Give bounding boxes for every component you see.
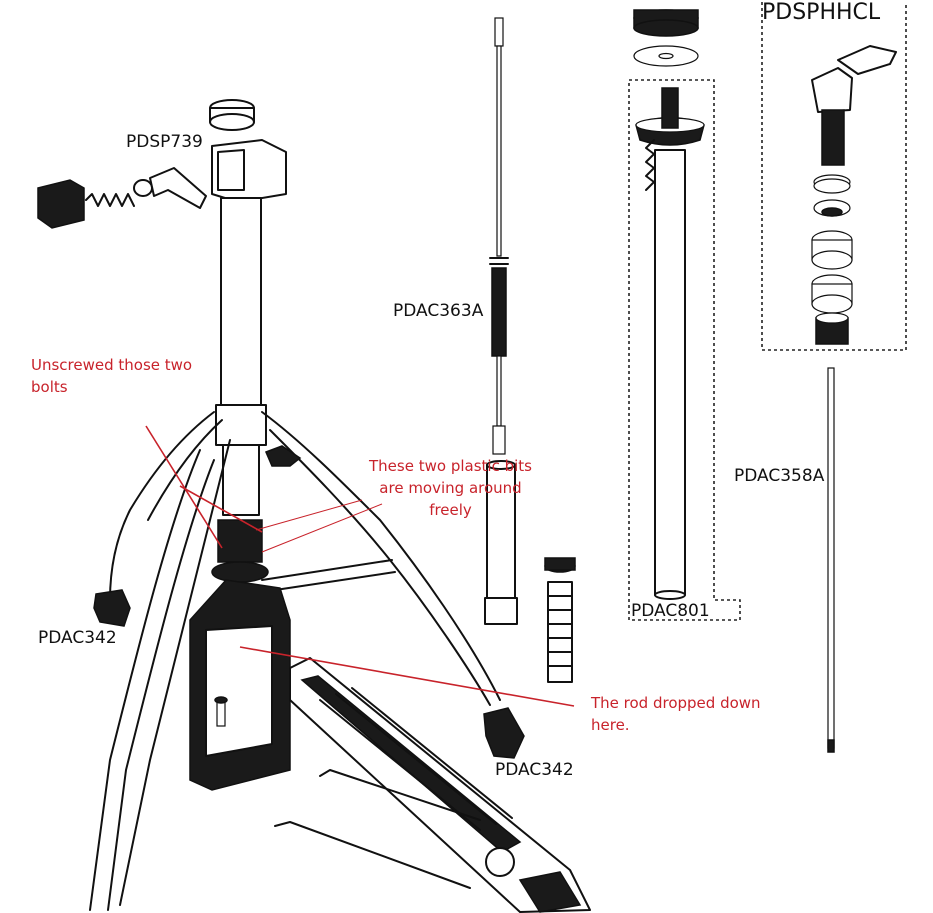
chain bbox=[544, 557, 576, 683]
label-pdac342-left: PDAC342 bbox=[38, 628, 117, 648]
label-pdsp739: PDSP739 bbox=[126, 132, 203, 152]
note-plastic-bits: These two plastic bits are moving around… bbox=[369, 457, 532, 519]
tripod-legs bbox=[89, 411, 525, 911]
annotation-lines bbox=[145, 425, 575, 707]
note-unscrewed-bolts: Unscrewed those two bolts bbox=[31, 356, 193, 396]
label-pdac363a: PDAC363A bbox=[393, 301, 484, 321]
label-pdac342-right: PDAC342 bbox=[495, 760, 574, 780]
bolts-leader-1 bbox=[145, 425, 223, 549]
plastic-leader-1 bbox=[255, 499, 363, 531]
label-pdac801: PDAC801 bbox=[631, 601, 710, 621]
rod-leader bbox=[239, 646, 575, 707]
pdsp739-memory-lock bbox=[37, 99, 287, 229]
upper-tube bbox=[211, 197, 269, 583]
label-pdsphhcl: PDSPHHCL bbox=[762, 0, 881, 25]
cymbal-felt-stack bbox=[633, 9, 699, 67]
label-pdac358a: PDAC358A bbox=[734, 466, 825, 486]
pdac358a-rod bbox=[827, 367, 835, 753]
bolts-leader-2 bbox=[179, 485, 263, 533]
note-rod-dropped: The rod dropped down here. bbox=[591, 694, 761, 734]
pdsphhcl-group bbox=[761, 2, 907, 351]
base-frame bbox=[189, 579, 291, 791]
footboard bbox=[274, 657, 591, 913]
plastic-leader-2 bbox=[261, 503, 383, 553]
pdac801-group bbox=[628, 79, 741, 621]
pdac363a-pullrod bbox=[484, 17, 518, 625]
